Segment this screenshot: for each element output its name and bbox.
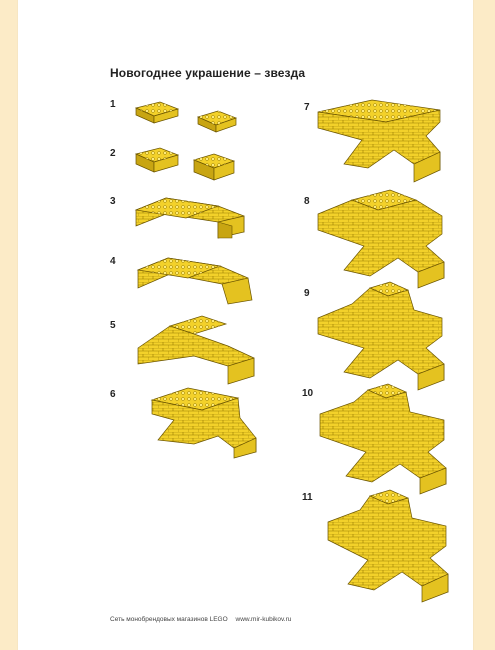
step-11-bricks (328, 490, 448, 602)
step-7-bricks (318, 100, 440, 182)
footer: Сеть монобрендовых магазинов LEGO www.mi… (110, 616, 291, 623)
step-1-bricks (136, 102, 236, 132)
step-number-4: 4 (110, 256, 116, 267)
step-number-1: 1 (110, 99, 116, 110)
brick-illustrations (18, 0, 473, 650)
step-3-bricks (136, 198, 244, 238)
footer-store-text: Сеть монобрендовых магазинов LEGO (110, 616, 228, 623)
step-8-bricks (318, 190, 444, 288)
step-number-5: 5 (110, 320, 116, 331)
step-number-6: 6 (110, 389, 116, 400)
footer-website: www.mir-kubikov.ru (236, 616, 292, 623)
step-number-10: 10 (302, 388, 313, 399)
step-10-bricks (320, 384, 446, 494)
step-5-bricks (138, 316, 254, 384)
step-number-8: 8 (304, 196, 310, 207)
step-4-bricks (138, 258, 252, 304)
step-number-9: 9 (304, 288, 310, 299)
page-title: Новогоднее украшение – звезда (110, 66, 305, 80)
step-2-bricks (136, 148, 234, 180)
instruction-page: Новогоднее украшение – звезда 1 2 3 4 5 … (18, 0, 473, 650)
step-number-2: 2 (110, 148, 116, 159)
step-number-7: 7 (304, 102, 310, 113)
step-number-11: 11 (302, 492, 313, 503)
step-9-bricks (318, 282, 444, 390)
step-number-3: 3 (110, 196, 116, 207)
step-6-bricks (152, 388, 256, 458)
